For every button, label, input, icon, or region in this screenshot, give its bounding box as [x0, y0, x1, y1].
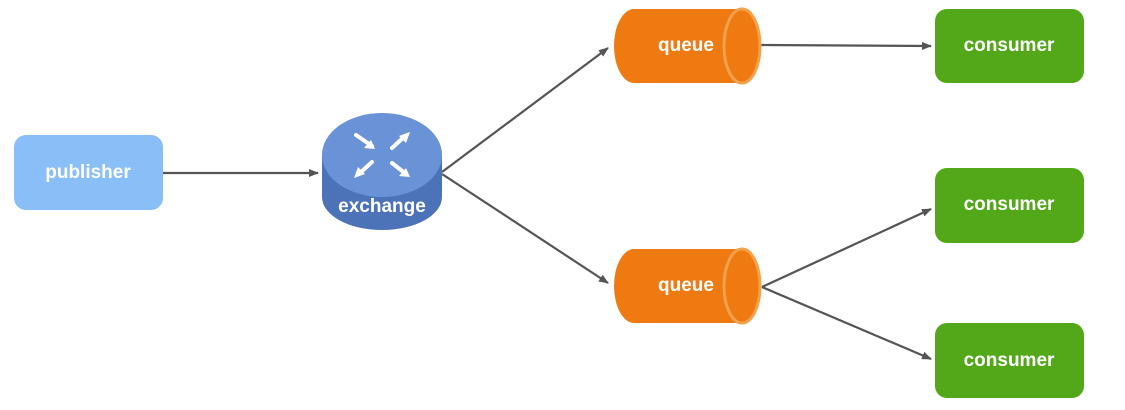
edges — [163, 41, 932, 361]
queue-top-cap — [722, 7, 762, 85]
publisher-label: publisher — [45, 162, 131, 183]
publisher-box — [14, 135, 163, 210]
consumer-box-2 — [935, 168, 1084, 243]
edge-queue-bottom-consumer-3 — [761, 285, 932, 361]
consumer-node-1[interactable]: consumer — [935, 9, 1084, 83]
queue-top-body — [614, 9, 760, 83]
consumer-label-2: consumer — [964, 194, 1055, 215]
edge-queue-bottom-consumer-2 — [761, 208, 932, 288]
publisher-node[interactable]: publisher — [14, 135, 163, 210]
queue-top-node[interactable]: queue — [614, 7, 762, 85]
edge-exchange-queue-bottom — [441, 173, 609, 284]
queue-bottom-label: queue — [658, 275, 714, 296]
consumer-label-3: consumer — [964, 350, 1055, 371]
queue-bottom-cap — [722, 247, 762, 325]
exchange-node[interactable]: exchange — [322, 113, 442, 230]
exchange-top — [322, 113, 442, 197]
queue-bottom-body — [614, 249, 760, 323]
consumer-box-3 — [935, 323, 1084, 398]
edge-exchange-queue-top — [441, 47, 609, 173]
consumer-label-1: consumer — [964, 35, 1055, 56]
consumer-node-2[interactable]: consumer — [935, 168, 1084, 243]
edge-queue-top-consumer-1 — [759, 41, 932, 50]
arrows-cross-icon — [354, 132, 410, 178]
exchange-label: exchange — [338, 196, 426, 217]
queue-bottom-node[interactable]: queue — [614, 247, 762, 325]
consumer-node-3[interactable]: consumer — [935, 323, 1084, 398]
queue-top-label: queue — [658, 35, 714, 56]
consumer-box-1 — [935, 9, 1084, 83]
